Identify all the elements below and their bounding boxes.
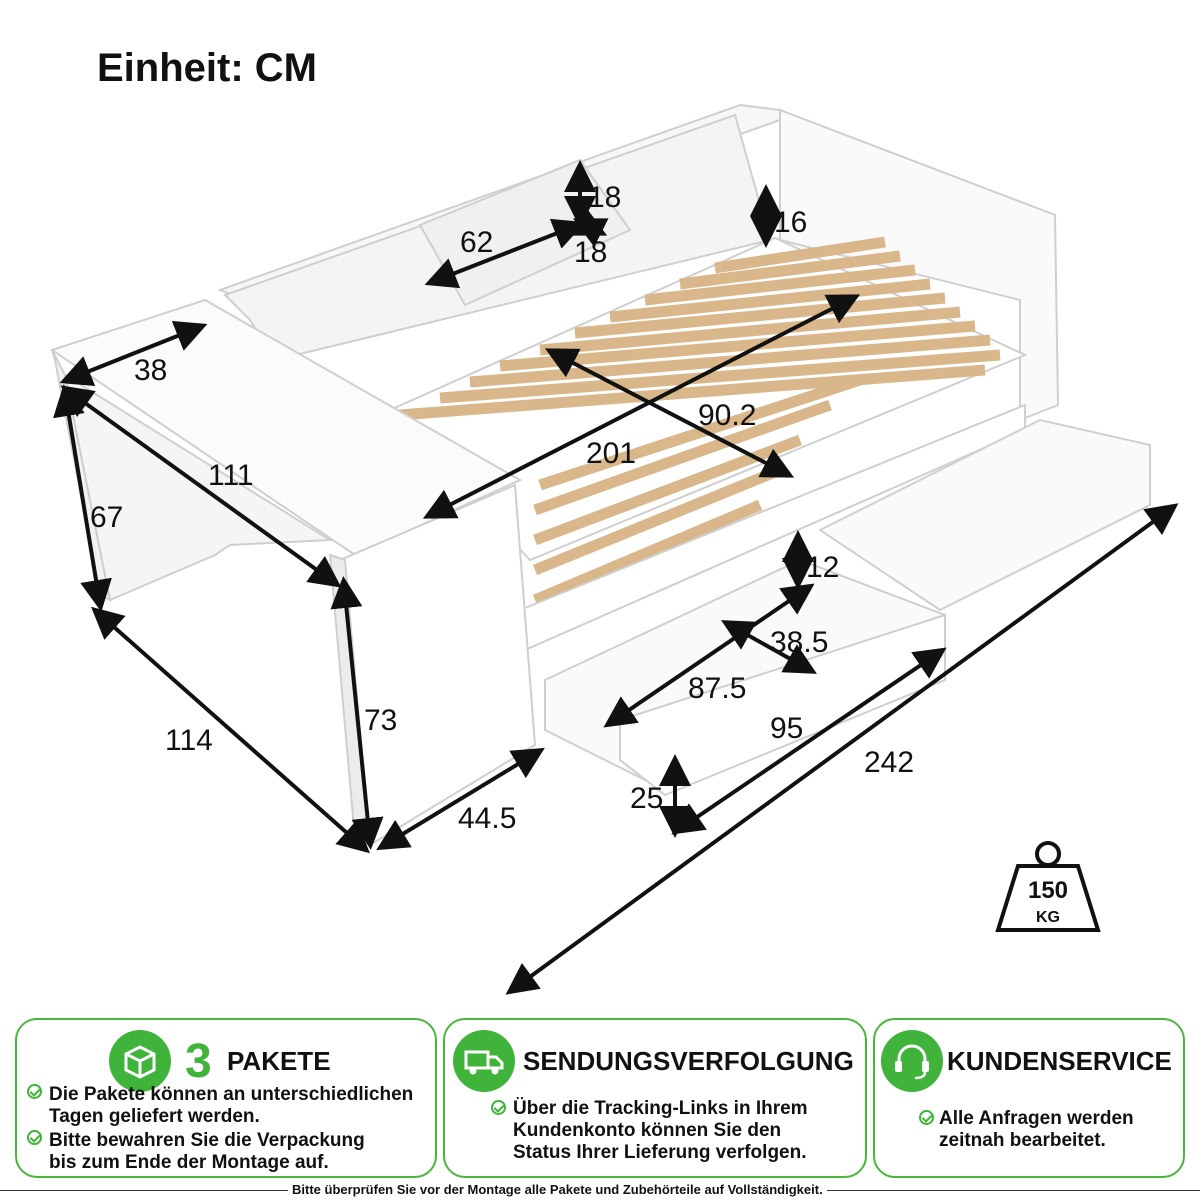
card-customer-service: KUNDENSERVICE Alle Anfragen werden zeitn… [873,1018,1185,1178]
weight-unit: KG [1036,909,1060,926]
label-desk-height: 67 [90,501,123,534]
label-drawer-height-inner: 12 [806,551,839,584]
label-drawer-height: 25 [630,782,663,815]
arrow-desk-depth [59,321,208,386]
label-bed-width: 90.2 [698,399,756,432]
dimension-arrows [53,160,1179,995]
arrow-total-length [505,503,1179,995]
label-side-width: 114 [165,724,213,757]
card-title-customer-service: KUNDENSERVICE [947,1046,1172,1076]
drawer-right [818,418,1151,612]
footer-note: Bitte überprüfen Sie vor der Montage all… [0,1181,1200,1200]
card-title-packages: PAKETE [227,1046,331,1076]
arrow-bed-length [422,294,861,519]
weight-value: 150 [1028,877,1068,904]
label-top-shelf-height: 16 [774,206,807,239]
packages-line-1: Die Pakete können an unterschiedlichen [49,1084,414,1105]
weight-icon: 150 KG [995,841,1101,932]
card-title-tracking: SENDUNGSVERFOLGUNG [523,1046,854,1076]
arrow-shelf-length [424,218,586,289]
label-shelf-depth: 18 [574,236,607,269]
package-count: 3 [185,1035,212,1088]
label-shelf-length: 62 [460,226,493,259]
bed-dimension-diagram: 18 62 18 16 38 111 67 90.2 201 114 73 44… [49,103,1179,995]
check-icon [919,1110,934,1125]
arrow-shelf-depth [571,206,609,248]
arrow-side-width [91,606,370,854]
label-drawer-length: 95 [770,712,803,745]
dimension-labels: 18 62 18 16 38 111 67 90.2 201 114 73 44… [90,181,914,835]
tracking-line-2: Kundenkonto können Sie den [513,1120,782,1141]
label-drawer-depth-inner: 38.5 [770,626,828,659]
label-desk-length: 111 [208,459,254,492]
check-icon [27,1084,42,1099]
label-bed-length: 201 [586,437,636,470]
packages-line-2: Tagen geliefert werden. [49,1106,260,1127]
footer-text: Bitte überprüfen Sie vor der Montage all… [288,1182,827,1197]
box-icon [109,1030,171,1092]
unit-title: Einheit: CM [97,46,317,90]
check-icon [491,1100,506,1115]
arrow-desk-height [53,384,112,612]
label-desk-depth: 38 [134,354,167,387]
service-line-2: zeitnah bearbeitet. [939,1130,1106,1151]
service-line-1: Alle Anfragen werden [939,1108,1134,1129]
tracking-line-1: Über die Tracking-Links in Ihrem [513,1098,808,1119]
card-tracking: SENDUNGSVERFOLGUNG Über die Tracking-Lin… [443,1018,867,1178]
label-total-length: 242 [864,746,914,779]
packages-line-3: Bitte bewahren Sie die Verpackung [49,1130,365,1151]
label-side-height: 73 [364,704,397,737]
truck-icon [453,1030,515,1092]
label-side-depth: 44.5 [458,802,516,835]
label-drawer-length-inner: 87.5 [688,672,746,705]
arrow-side-height [330,576,384,850]
card-packages: 3 PAKETE Die Pakete können an unterschie… [15,1018,437,1178]
check-icon [27,1130,42,1145]
tracking-line-3: Status Ihrer Lieferung verfolgen. [513,1142,807,1163]
label-shelf-height: 18 [588,181,621,214]
packages-line-4: bis zum Ende der Montage auf. [49,1152,329,1173]
headset-icon [881,1030,943,1092]
